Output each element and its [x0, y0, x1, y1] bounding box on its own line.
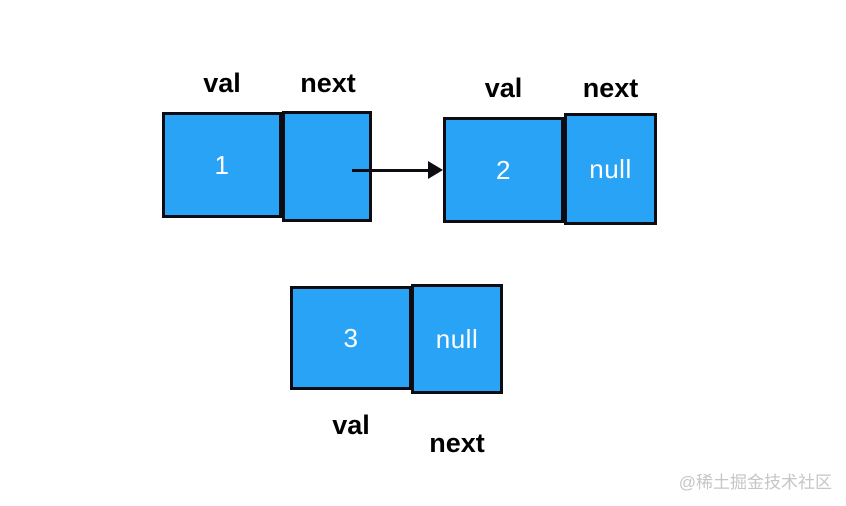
node3-val-value: 3: [343, 322, 359, 353]
node3-next-label: next: [429, 428, 485, 458]
pointer-arrow-line: [352, 169, 433, 172]
node1-val-value: 1: [214, 149, 230, 180]
pointer-arrow-head-icon: [428, 161, 443, 179]
node3-val-box: 3: [290, 286, 412, 390]
node1-val-box: 1: [162, 112, 282, 218]
node2-val-label: val: [484, 73, 523, 103]
node2-val-box: 2: [443, 117, 564, 223]
node1-val-label: val: [203, 68, 241, 98]
node3-next-value: null: [435, 323, 479, 354]
node3-next-box: null: [411, 284, 503, 394]
node2-val-value: 2: [496, 154, 511, 185]
node2-next-box: null: [564, 113, 657, 225]
node1-next-box: [282, 111, 372, 222]
watermark: @稀土掘金技术社区: [678, 473, 832, 492]
node3-val-label: val: [332, 410, 370, 440]
node1-next-label: next: [300, 68, 356, 98]
node2-next-label: next: [582, 73, 639, 103]
node2-next-value: null: [589, 153, 632, 184]
